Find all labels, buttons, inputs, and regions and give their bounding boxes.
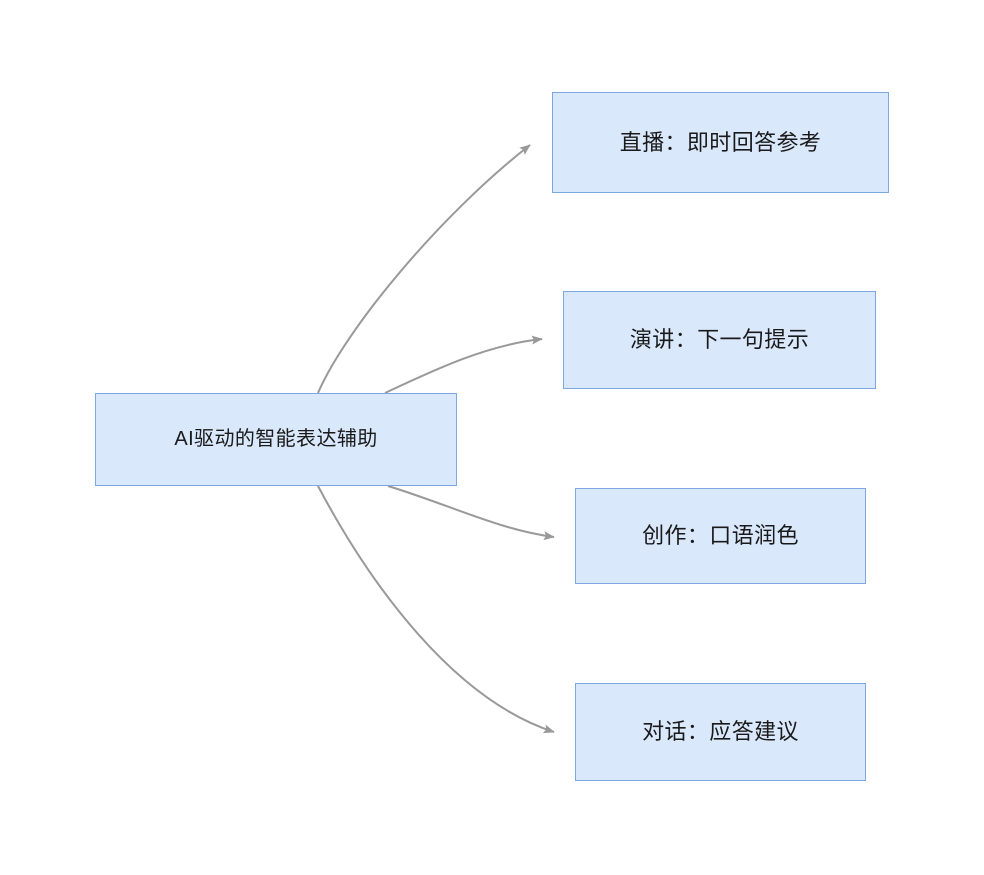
node-speech[interactable]: 演讲：下一句提示	[563, 291, 876, 389]
node-creation[interactable]: 创作：口语润色	[575, 488, 866, 584]
edge-root-to-child-3	[317, 485, 555, 734]
node-conversation[interactable]: 对话：应答建议	[575, 683, 866, 781]
node-creation-label: 创作：口语润色	[642, 523, 799, 549]
node-speech-label: 演讲：下一句提示	[629, 327, 810, 353]
edge-root-to-child-2	[387, 485, 555, 541]
node-conversation-label: 对话：应答建议	[642, 719, 799, 745]
edge-root-to-child-1	[384, 335, 543, 394]
edge-root-to-child-0	[317, 144, 531, 394]
node-live-broadcast[interactable]: 直播：即时回答参考	[552, 92, 889, 193]
node-live-broadcast-label: 直播：即时回答参考	[619, 129, 822, 155]
node-root-label: AI驱动的智能表达辅助	[174, 428, 378, 450]
node-root[interactable]: AI驱动的智能表达辅助	[95, 393, 457, 486]
